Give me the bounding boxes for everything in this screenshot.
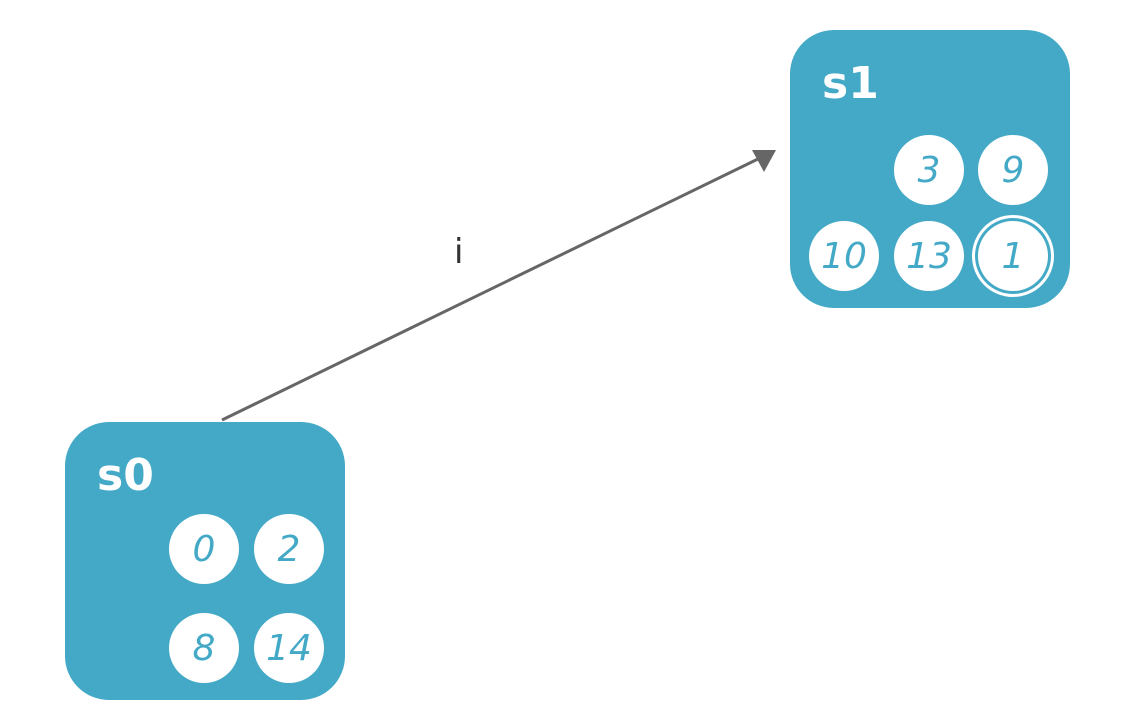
item-node[interactable]: 2 — [254, 514, 324, 584]
item-node[interactable]: 13 — [894, 221, 964, 291]
state-label: s1 — [822, 58, 879, 109]
state-label: s0 — [97, 450, 154, 501]
item-node[interactable]: 0 — [169, 514, 239, 584]
item-node[interactable]: 10 — [809, 221, 879, 291]
arrowhead-icon — [752, 150, 776, 172]
final-item-node[interactable]: 1 — [978, 221, 1048, 291]
state-s1[interactable]: s1 3 9 10 13 1 — [790, 30, 1070, 308]
item-node[interactable]: 8 — [169, 613, 239, 683]
item-node[interactable]: 14 — [254, 613, 324, 683]
edge-label: i — [454, 232, 464, 272]
edge-s0-s1 — [221, 156, 761, 422]
item-node[interactable]: 9 — [978, 135, 1048, 205]
state-s0[interactable]: s0 0 2 8 14 — [65, 422, 345, 700]
item-node[interactable]: 3 — [894, 135, 964, 205]
